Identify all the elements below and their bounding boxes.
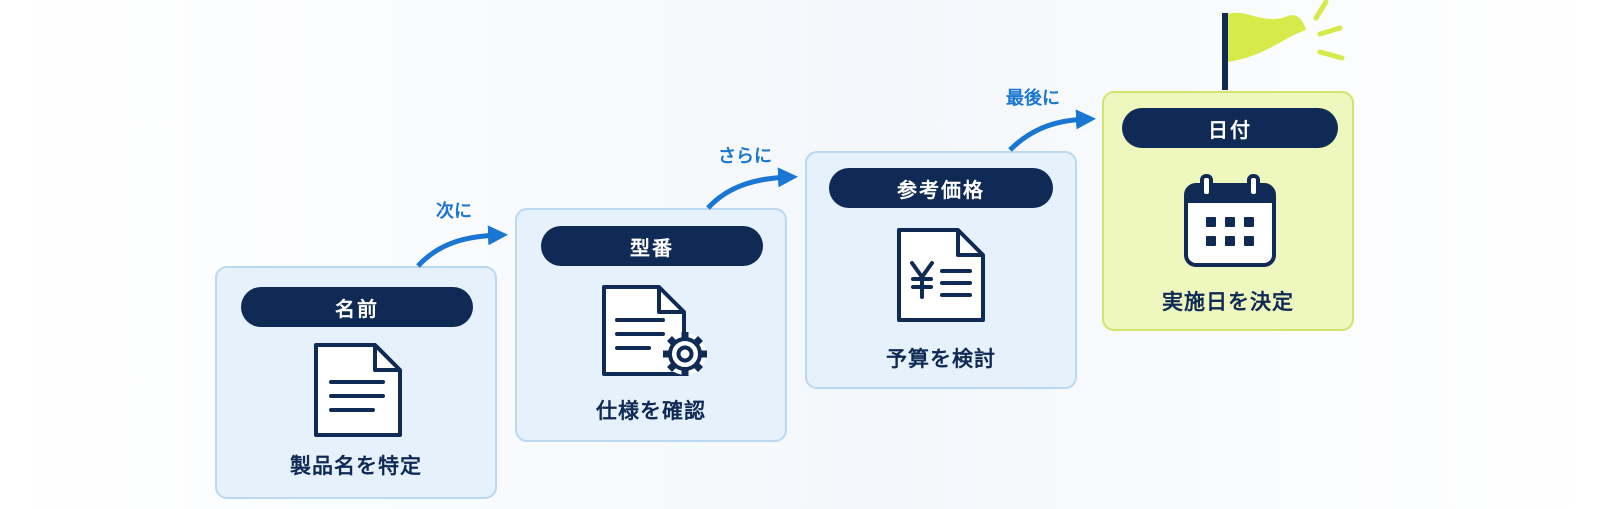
step-card-1: 名前 製品名を特定 (215, 266, 497, 499)
flag-icon (1222, 0, 1345, 90)
step-header-3: 参考価格 (829, 168, 1053, 208)
arrow-1 (416, 225, 508, 268)
step-header-1: 名前 (241, 287, 473, 327)
step-caption-2: 仕様を確認 (596, 399, 706, 423)
step-card-3: 参考価格 予算を検討 (805, 151, 1077, 389)
connector-label-1: 次に (436, 201, 472, 222)
document-icon (314, 343, 402, 437)
step-header-2: 型番 (541, 226, 763, 266)
step-header-4: 日付 (1122, 108, 1338, 148)
step-card-4: 日付 実施日を決定 (1102, 91, 1354, 331)
connector-label-2: さらに (718, 146, 772, 167)
calendar-icon (1184, 174, 1276, 267)
step-card-2: 型番 仕様を確認 (515, 208, 787, 442)
yen-document-icon (897, 228, 985, 322)
step-caption-3: 予算を検討 (886, 347, 996, 371)
document-gear-icon (602, 285, 707, 376)
arrow-3 (1008, 109, 1096, 152)
step-caption-1: 製品名を特定 (290, 454, 422, 478)
arrow-2 (706, 167, 798, 210)
step-caption-4: 実施日を決定 (1162, 290, 1294, 314)
connector-label-3: 最後に (1006, 88, 1060, 109)
